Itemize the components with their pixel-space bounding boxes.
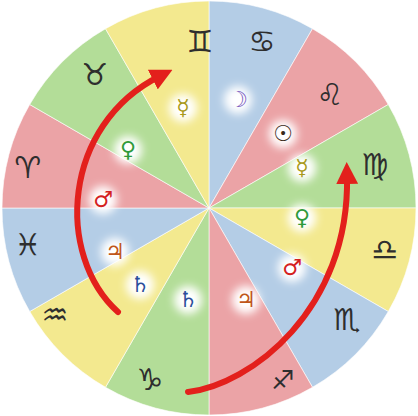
planet-symbol: ♄	[130, 274, 150, 296]
zodiac-symbol: ♌	[317, 80, 344, 110]
zodiac-symbol: ♈	[15, 153, 42, 183]
zodiac-symbol: ♉	[82, 60, 109, 90]
planet-symbol: ☿	[295, 157, 309, 179]
planet-halo	[174, 286, 202, 314]
zodiac-symbol: ♏	[334, 305, 361, 335]
red-curved-arrow	[188, 176, 347, 392]
red-curved-arrow	[77, 76, 160, 312]
planet-symbol: ♄	[178, 289, 198, 311]
planet-symbol: ♀	[120, 139, 136, 161]
planet-halo	[224, 86, 252, 114]
planet-halo	[169, 94, 197, 122]
zodiac-symbol: ♒	[42, 300, 69, 330]
planet-halo	[269, 120, 297, 148]
planet-halo	[114, 136, 142, 164]
zodiac-symbol: ♓	[15, 230, 42, 260]
zodiac-symbol: ♎	[372, 235, 399, 265]
planet-symbol: ♃	[105, 241, 125, 263]
planet-symbol: ♀	[294, 207, 310, 229]
planet-symbol: ♃	[236, 289, 256, 311]
planet-symbol: ☿	[176, 97, 190, 119]
planet-symbol: ☽	[228, 89, 248, 111]
planet-symbol: ☉	[273, 123, 293, 145]
glow-group	[89, 86, 316, 314]
planet-halo	[101, 238, 129, 266]
zodiac-symbol: ♑	[137, 365, 164, 395]
planet-halo	[126, 271, 154, 299]
planet-symbol: ♂	[282, 257, 302, 279]
zodiac-symbol: ♋	[249, 27, 276, 57]
zodiac-symbol: ♐	[271, 367, 294, 393]
planet-halo	[232, 286, 260, 314]
planet-halo	[288, 204, 316, 232]
planet-halo	[288, 154, 316, 182]
sign-sector	[209, 105, 416, 209]
zodiac-symbol: ♍	[362, 150, 389, 180]
planet-symbol: ♂	[93, 189, 113, 211]
planet-halo	[89, 186, 117, 214]
planet-halo	[278, 254, 306, 282]
zodiac-symbol: ♊	[187, 27, 214, 57]
